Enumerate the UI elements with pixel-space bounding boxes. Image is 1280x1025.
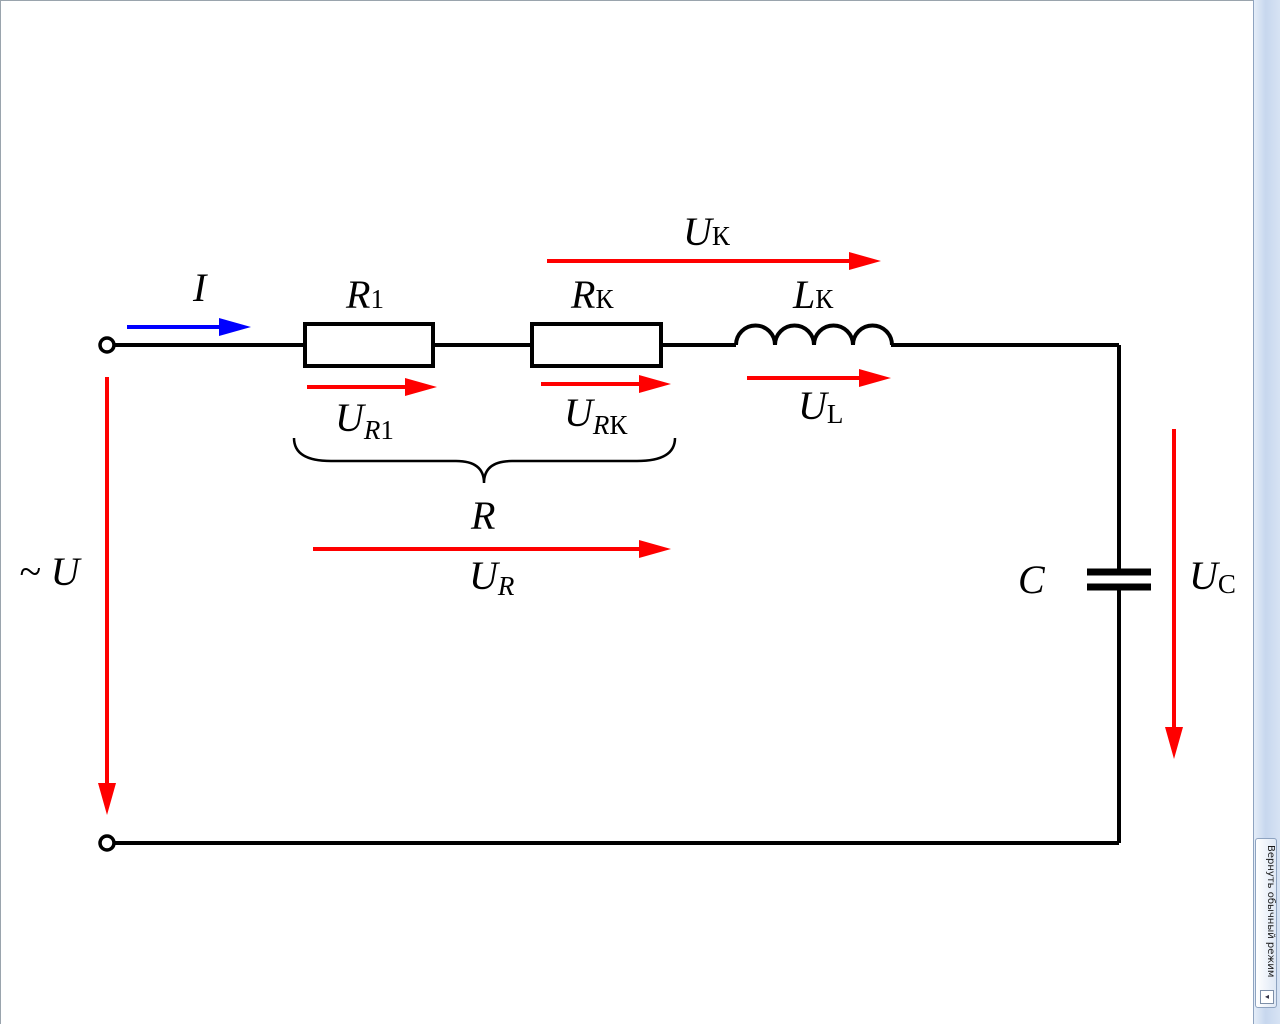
resistor-r1 [303,322,435,368]
terminal-top [98,336,116,354]
restore-normal-view-label: Вернуть обычный режим [1265,845,1276,978]
voltage-arrow-u [98,377,116,815]
label-ur: UR [469,553,515,601]
voltage-arrow-ul [747,369,891,387]
label-urk: URК [564,390,628,440]
slide-canvas: I R1 RК LК UК UR1 URК UL R UR ~ U C UC [0,0,1253,1024]
label-r1: R1 [345,272,384,317]
voltage-arrow-uk [547,252,881,270]
brace-r [292,437,677,484]
label-lk: LК [792,272,834,317]
voltage-arrow-ur [313,540,671,558]
current-arrow [127,318,251,336]
wires [113,343,1121,845]
label-uk: UК [683,209,731,254]
label-ur1: UR1 [335,395,394,445]
voltage-arrow-uc [1165,429,1183,759]
label-uc: UC [1189,553,1236,599]
label-source-u: ~ U [19,549,83,594]
label-current-i: I [192,265,208,310]
collapse-arrow-icon: ◂ [1260,990,1274,1004]
resistor-rk [530,322,663,368]
label-c: C [1018,557,1046,602]
terminal-bottom [98,834,116,852]
circuit-diagram: I R1 RК LК UК UR1 URК UL R UR ~ U C UC [19,209,1236,852]
capacitor-c [1087,568,1151,591]
label-rk: RК [570,272,614,317]
label-r-group: R [470,493,495,538]
voltage-arrow-ur1 [307,378,437,396]
label-ul: UL [798,383,843,429]
restore-normal-view-button[interactable]: Вернуть обычный режим ◂ [1255,838,1277,1008]
inductor-lk [734,323,894,346]
voltage-arrow-urk [541,375,671,393]
